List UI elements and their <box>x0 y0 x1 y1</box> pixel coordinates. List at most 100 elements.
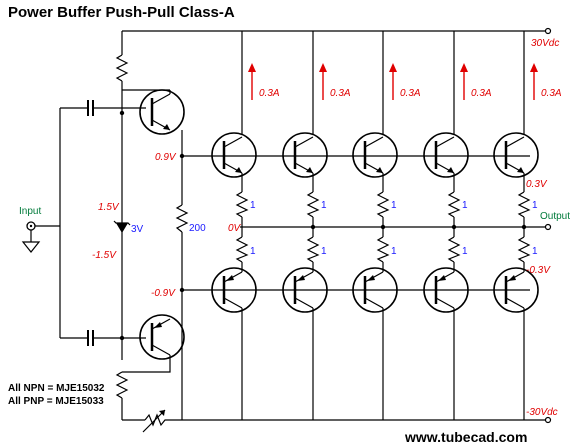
label-supply-pos: 30Vdc <box>531 38 559 49</box>
label-emitter-neg: -0.3V <box>526 265 551 276</box>
stage-5-pnp-collector <box>505 297 525 309</box>
label-pnp-base: -0.9V <box>151 288 176 299</box>
stage-1-npn-collector <box>223 136 243 148</box>
stage-4-lower-resistor <box>447 236 461 263</box>
junction-dot <box>179 287 185 293</box>
pot-arrow-head <box>159 410 165 416</box>
diagram-title: Power Buffer Push-Pull Class-A <box>8 4 235 21</box>
negative-terminal <box>544 416 552 424</box>
junction-dot <box>119 335 125 341</box>
output-stage-1 <box>211 31 257 420</box>
stage-2-lower-resistor <box>306 236 320 263</box>
input-jack-pin <box>29 224 33 228</box>
stage-3-lower-resistor <box>376 236 390 263</box>
stage-1-pnp-transistor <box>211 267 257 313</box>
stage-4-npn-arrow <box>447 167 454 173</box>
stage-3-npn-transistor <box>352 132 398 178</box>
driver-pnp-arrow <box>154 322 162 328</box>
top-resistor <box>115 54 129 82</box>
label-resistor-2b: 1 <box>321 246 327 257</box>
junction-dot <box>521 224 527 230</box>
junction-dot <box>119 110 125 116</box>
label-resistor-5b: 1 <box>532 246 538 257</box>
stage-2-pnp-transistor <box>282 267 328 313</box>
label-zener-value: 3V <box>131 224 144 235</box>
bottom-resistor <box>115 371 129 399</box>
stage-2-npn-arrow <box>306 167 313 173</box>
stage-2-npn-transistor <box>282 132 328 178</box>
output-stage-3 <box>352 31 398 420</box>
label-current-1: 0.3A <box>259 88 280 99</box>
zener-diode <box>116 223 128 233</box>
label-supply-neg: -30Vdc <box>526 407 558 418</box>
current-arrow <box>530 63 538 100</box>
stage-3-npn-collector <box>364 136 384 148</box>
label-zener-top: 1.5V <box>98 202 120 213</box>
label-current-4: 0.3A <box>471 88 492 99</box>
junction-dot <box>451 224 457 230</box>
label-zener-bottom: -1.5V <box>92 250 117 261</box>
driver-npn-arrow <box>163 124 170 130</box>
current-arrow <box>248 63 256 100</box>
output-stage-2 <box>282 31 328 420</box>
stage-2-pnp-arrow <box>297 275 305 281</box>
label-resistor-4b: 1 <box>462 246 468 257</box>
label-current-5: 0.3A <box>541 88 562 99</box>
label-input: Input <box>19 206 41 217</box>
stage-1-pnp-arrow <box>226 275 234 281</box>
stage-1-upper-resistor <box>235 191 249 218</box>
stage-3-pnp-transistor <box>352 267 398 313</box>
junction-dot <box>179 153 185 159</box>
stage-5-lower-resistor <box>517 236 531 263</box>
junction-dot <box>310 224 316 230</box>
output-terminal <box>544 223 552 231</box>
current-arrow <box>389 63 397 100</box>
pot-arrow <box>142 409 166 433</box>
stage-1-lower-resistor <box>235 236 249 263</box>
label-output-node: 0V <box>228 223 242 234</box>
label-resistor-3b: 1 <box>391 246 397 257</box>
driver-pnp-collector-wire <box>122 355 171 373</box>
stage-3-pnp-arrow <box>367 275 375 281</box>
stage-2-npn-collector <box>294 136 314 148</box>
stage-2-upper-resistor <box>306 191 320 218</box>
current-arrow <box>460 63 468 100</box>
label-current-2: 0.3A <box>330 88 351 99</box>
stage-5-pnp-transistor <box>493 267 539 313</box>
label-bias-resistor: 200 <box>189 223 206 234</box>
label-pnp-note: All PNP = MJE15033 <box>8 396 104 407</box>
stage-4-npn-transistor <box>423 132 469 178</box>
stage-3-npn-arrow <box>376 167 383 173</box>
stage-4-pnp-transistor <box>423 267 469 313</box>
output-stage-4 <box>423 31 469 420</box>
output-stage-5 <box>493 31 539 420</box>
driver-pnp-collector <box>151 344 171 356</box>
stage-2-pnp-collector <box>294 297 314 309</box>
driver-pnp-transistor <box>139 314 185 360</box>
label-resistor-3a: 1 <box>391 200 397 211</box>
stage-1-npn-arrow <box>235 167 242 173</box>
zener-bar <box>113 220 131 226</box>
bias-resistor <box>175 204 189 233</box>
driver-npn-transistor <box>139 89 185 135</box>
stage-5-upper-resistor <box>517 191 531 218</box>
stage-5-npn-collector <box>505 136 525 148</box>
label-resistor-4a: 1 <box>462 200 468 211</box>
bias-potentiometer <box>144 413 182 427</box>
stage-4-pnp-arrow <box>438 275 446 281</box>
current-arrow <box>319 63 327 100</box>
junction-dot <box>380 224 386 230</box>
label-resistor-2a: 1 <box>321 200 327 211</box>
stage-5-npn-arrow <box>517 167 524 173</box>
label-resistor-1a: 1 <box>250 200 256 211</box>
website-credit: www.tubecad.com <box>404 429 527 445</box>
positive-terminal <box>544 27 552 35</box>
label-emitter-pos: 0.3V <box>526 179 548 190</box>
stage-4-pnp-collector <box>435 297 455 309</box>
label-resistor-5a: 1 <box>532 200 538 211</box>
ground-symbol <box>21 241 41 253</box>
stage-1-pnp-collector <box>223 297 243 309</box>
label-current-3: 0.3A <box>400 88 421 99</box>
label-resistor-1b: 1 <box>250 246 256 257</box>
